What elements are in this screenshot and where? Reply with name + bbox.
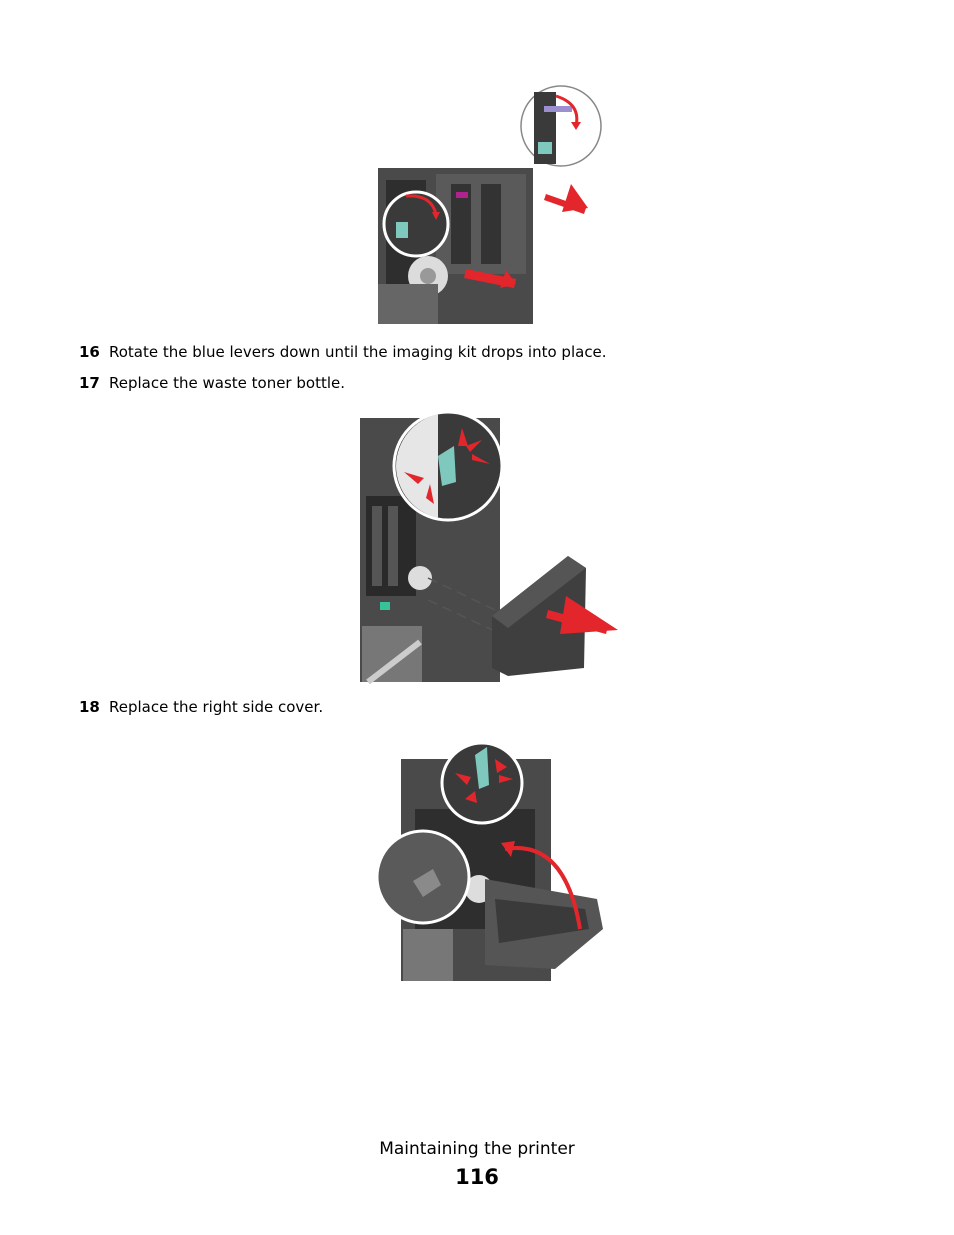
step-number: 18 — [79, 698, 100, 716]
step-text: Replace the right side cover. — [109, 698, 324, 716]
figure-waste-toner-bottle — [360, 410, 618, 684]
step-number: 16 — [79, 343, 100, 361]
figure-rotate-levers — [378, 85, 602, 324]
figure-right-side-cover — [375, 741, 603, 981]
step-text: Replace the waste toner bottle. — [109, 374, 345, 392]
step-text: Rotate the blue levers down until the im… — [109, 343, 607, 361]
page-number: 116 — [455, 1165, 499, 1189]
footer-section-title: Maintaining the printer — [379, 1139, 575, 1159]
step-18: 18 Replace the right side cover. — [79, 698, 323, 716]
step-number: 17 — [79, 374, 100, 392]
step-17: 17 Replace the waste toner bottle. — [79, 374, 345, 392]
step-16: 16 Rotate the blue levers down until the … — [79, 343, 607, 361]
